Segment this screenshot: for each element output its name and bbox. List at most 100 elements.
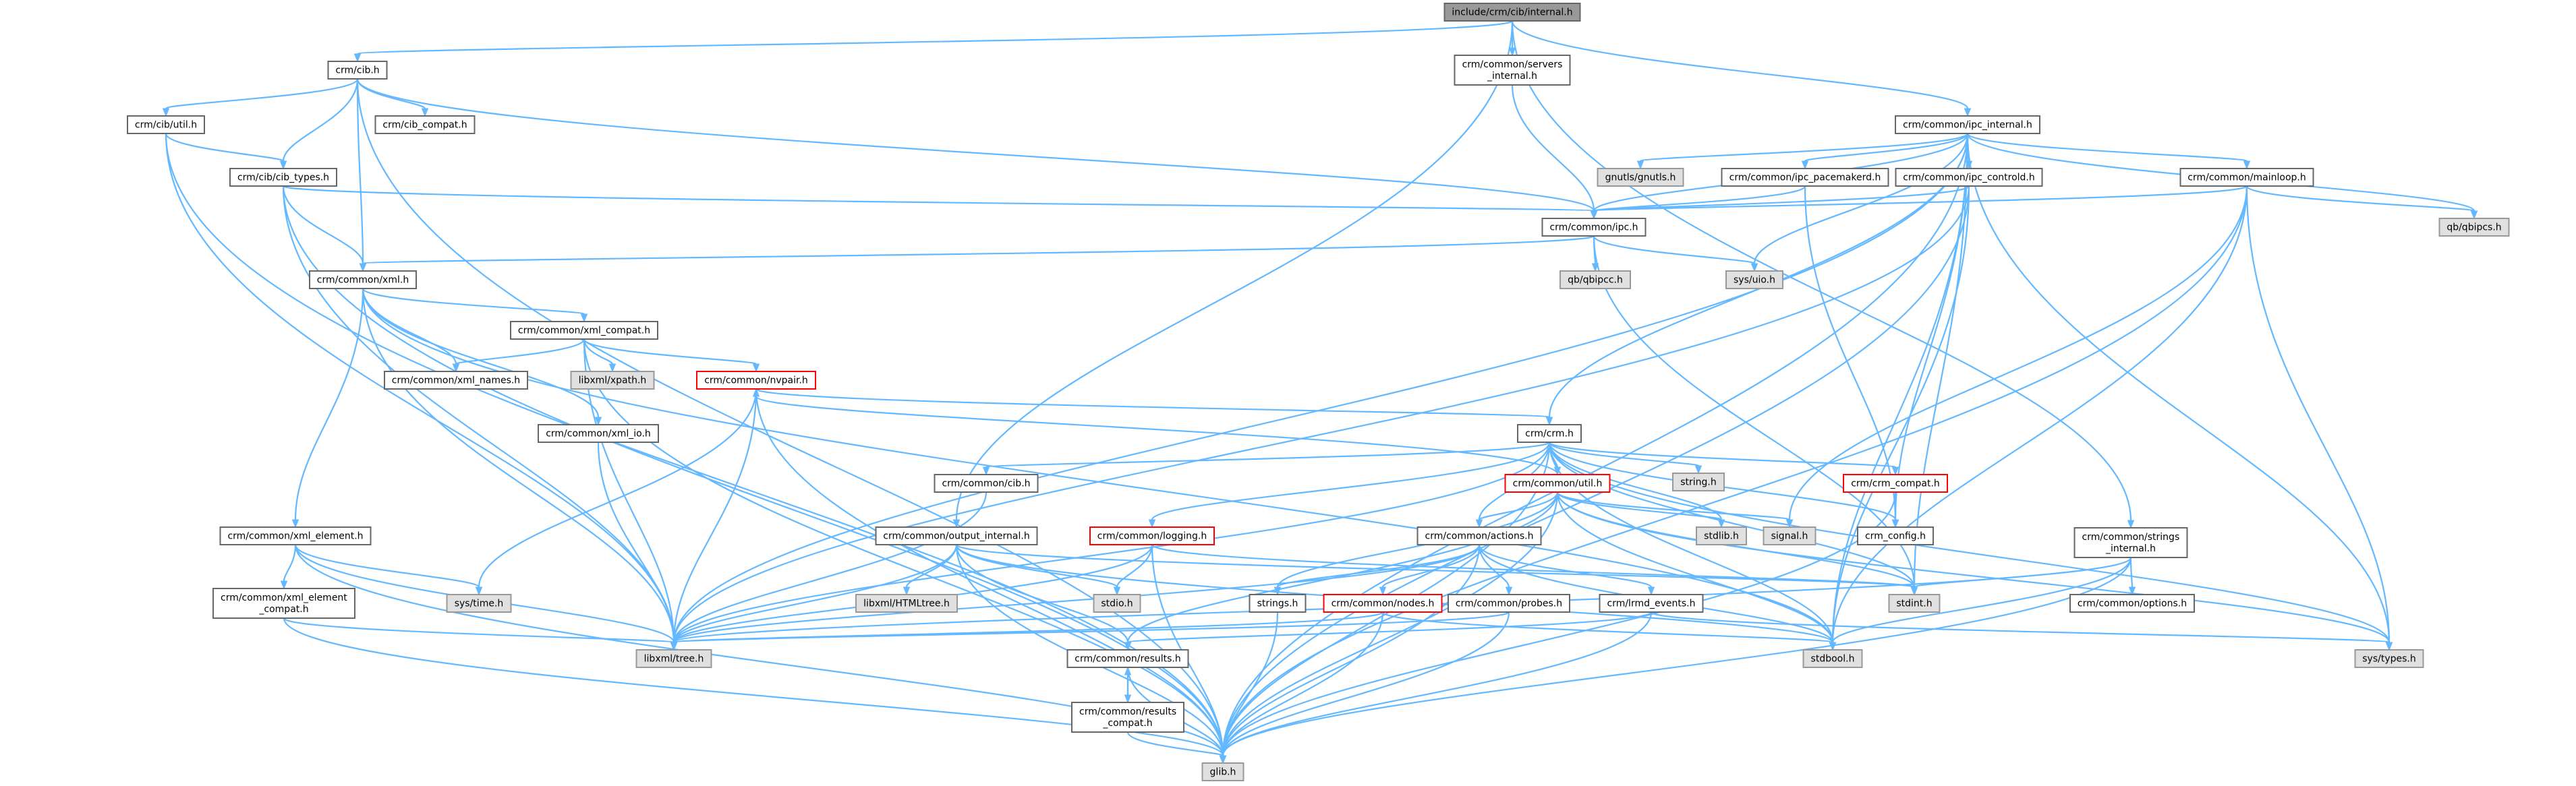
node-label: signal.h	[1771, 531, 1808, 542]
node-box	[1721, 168, 1889, 187]
edge-line	[1222, 442, 1551, 756]
node-sysuio: sys/uio.h	[1725, 270, 1783, 289]
node-label: _compat.h	[258, 604, 308, 615]
node-label: stdlib.h	[1704, 531, 1739, 542]
node-nodes[interactable]: crm/common/nodes.h	[1323, 594, 1443, 613]
node-ipch[interactable]: crm/common/ipc.h	[1541, 218, 1647, 237]
edge-line	[1556, 491, 1791, 521]
node-box	[1323, 594, 1443, 613]
edge-crmh-to-logging	[1148, 442, 1551, 528]
node-probes[interactable]: crm/common/probes.h	[1448, 594, 1570, 613]
edge-line	[1222, 491, 1897, 756]
node-box	[1416, 526, 1542, 545]
node-box	[309, 270, 417, 289]
node-stringsh[interactable]: strings.h	[1249, 594, 1307, 613]
edge-line	[1753, 133, 1969, 264]
node-logging[interactable]: crm/common/logging.h	[1089, 526, 1215, 545]
node-box	[229, 168, 337, 187]
node-xmlelem[interactable]: crm/common/xml_element.h	[219, 526, 372, 545]
node-xmlnames[interactable]: crm/common/xml_names.h	[384, 371, 528, 390]
edge-line	[283, 617, 675, 644]
node-label: crm_config.h	[1865, 531, 1926, 542]
node-label: crm/common/xml_names.h	[392, 375, 520, 386]
node-crmh[interactable]: crm/crm.h	[1517, 424, 1582, 443]
node-box	[1089, 526, 1215, 545]
edge-line	[755, 388, 1551, 419]
edge-arrowhead	[1750, 263, 1758, 272]
node-cibcompat[interactable]: crm/cib_compat.h	[374, 115, 476, 134]
node-resultsc[interactable]: crm/common/results_compat.h	[1071, 702, 1184, 733]
node-results[interactable]: crm/common/results.h	[1066, 649, 1189, 668]
node-label: libxml/xpath.h	[579, 375, 647, 386]
edge-utilh-to-actions	[1475, 491, 1559, 528]
node-label: crm/common/xml_io.h	[546, 429, 651, 440]
edge-arrowhead	[1273, 586, 1282, 596]
node-lrmd[interactable]: crm/lrmd_events.h	[1599, 594, 1704, 613]
node-label: crm/common/xml_element	[221, 593, 347, 603]
edge-line	[1126, 491, 1559, 643]
edge-root-to-strint	[1511, 20, 2135, 529]
nodes-layer: include/crm/cib/internal.h crm/cib.h crm/c…	[127, 3, 2510, 781]
node-cibtypes[interactable]: crm/cib/cib_types.h	[229, 168, 337, 187]
node-xmlelemc[interactable]: crm/common/xml_element_compat.h	[212, 588, 355, 619]
node-cibh2[interactable]: crm/common/cib.h	[934, 474, 1039, 493]
edge-ipcint-to-gnutls	[1636, 132, 1969, 170]
edge-line	[283, 617, 1224, 756]
node-label: include/crm/cib/internal.h	[1452, 7, 1572, 18]
node-nvpair[interactable]: crm/common/nvpair.h	[696, 371, 816, 390]
node-box	[1504, 474, 1611, 493]
edge-root-to-outint	[952, 20, 1514, 528]
node-ipcint[interactable]: crm/common/ipc_internal.h	[1895, 115, 2040, 134]
node-box	[1763, 526, 1816, 545]
node-xmlcompat[interactable]: crm/common/xml_compat.h	[510, 321, 658, 340]
node-stringh: string.h	[1672, 473, 1725, 491]
node-actions[interactable]: crm/common/actions.h	[1416, 526, 1542, 545]
node-label: stdint.h	[1896, 599, 1932, 609]
edges-layer	[162, 20, 2478, 764]
edge-xmlh-to-xmlelem	[291, 288, 364, 528]
edge-cibutil-to-glib	[165, 133, 1227, 764]
node-box	[510, 321, 658, 340]
node-label: _internal.h	[2105, 543, 2156, 554]
node-box	[1725, 270, 1783, 289]
edge-line	[1548, 442, 1916, 588]
edge-arrowhead	[353, 53, 362, 63]
edge-line	[1222, 611, 1279, 756]
edge-root-to-ipcint	[1511, 20, 1972, 117]
edge-line	[282, 185, 364, 264]
node-label: crm/cib/cib_types.h	[237, 173, 329, 183]
node-cibutil[interactable]: crm/cib/util.h	[127, 115, 205, 134]
node-options[interactable]: crm/common/options.h	[2069, 594, 2195, 613]
node-box	[696, 371, 816, 390]
edge-line	[282, 185, 1224, 756]
node-box	[1599, 594, 1704, 613]
node-crmcompat[interactable]: crm/crm_compat.h	[1843, 474, 1948, 493]
node-box	[538, 424, 659, 443]
node-crmconfig[interactable]: crm_config.h	[1857, 526, 1934, 545]
edge-line	[165, 133, 285, 162]
node-ipcctl[interactable]: crm/common/ipc_controld.h	[1895, 168, 2043, 187]
node-mainloop[interactable]: crm/common/mainloop.h	[2179, 168, 2314, 187]
edge-line	[1593, 185, 2248, 212]
edge-line	[1966, 133, 2391, 643]
edge-arrowhead	[1801, 160, 1809, 170]
node-box	[1559, 270, 1631, 289]
edge-utilh-to-stdlib	[1556, 491, 1725, 528]
node-ipcpm[interactable]: crm/common/ipc_pacemakerd.h	[1721, 168, 1889, 187]
node-utilh[interactable]: crm/common/util.h	[1504, 474, 1611, 493]
edge-line	[1478, 544, 1510, 588]
node-strint[interactable]: crm/common/strings_internal.h	[2073, 527, 2188, 558]
node-xmlio[interactable]: crm/common/xml_io.h	[538, 424, 659, 443]
edge-line	[2129, 557, 2134, 588]
edge-arrowhead	[580, 313, 588, 323]
node-servers[interactable]: crm/common/servers_internal.h	[1454, 55, 1571, 86]
edge-actions-to-nodes	[1379, 544, 1481, 596]
edge-arrowhead	[752, 363, 760, 373]
edge-arrowhead	[1694, 465, 1702, 475]
node-outint[interactable]: crm/common/output_internal.h	[875, 526, 1038, 545]
edge-line	[282, 185, 1595, 212]
edge-arrowhead	[421, 108, 429, 117]
node-xmlh[interactable]: crm/common/xml.h	[309, 270, 417, 289]
edge-arrowhead	[1891, 466, 1899, 476]
node-cib[interactable]: crm/cib.h	[327, 61, 388, 80]
